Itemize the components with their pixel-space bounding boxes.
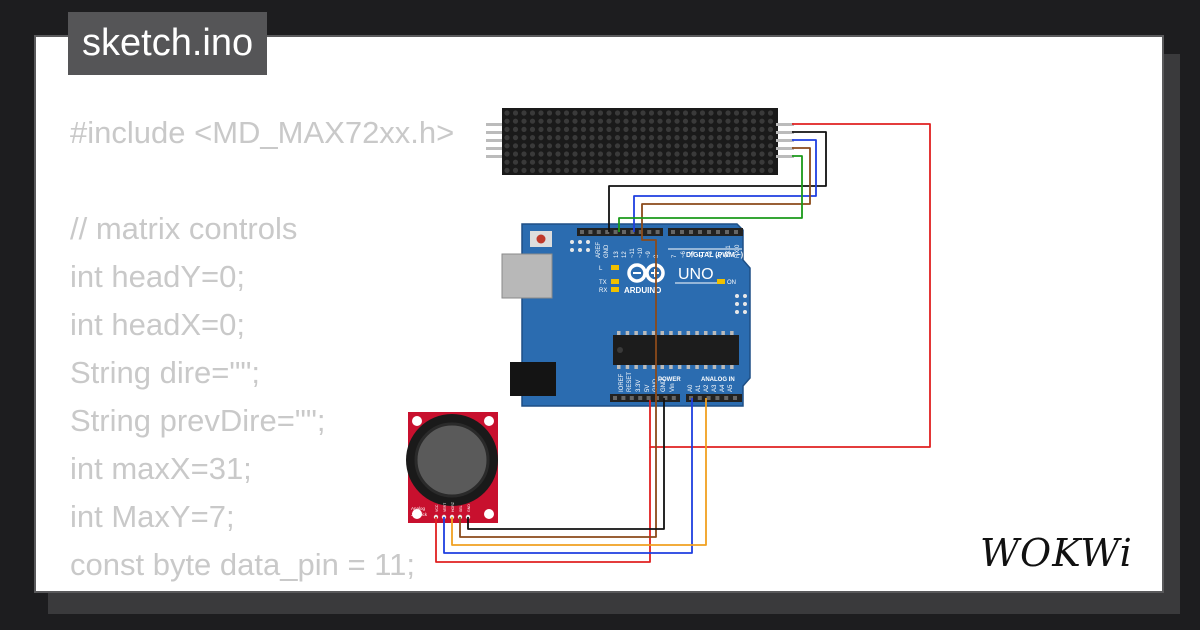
joystick-pin-label: SEL (459, 505, 463, 512)
pin-label: ~6 (681, 250, 687, 258)
led-label: L (599, 266, 603, 272)
pin-label: RX 0 (735, 244, 741, 258)
pin-label: 13 (614, 251, 620, 258)
pin-label: A1 (696, 384, 702, 392)
joystick-pin-label: VCC (435, 504, 439, 512)
pin-label: A2 (704, 384, 710, 392)
code-listing: #include <MD_MAX72xx.h> // matrix control… (70, 109, 512, 591)
joystick-pin-label: GND (467, 504, 471, 512)
code-line: int headX=0; (70, 307, 245, 342)
pin-label: A0 (688, 384, 694, 392)
analog-label: ANALOG IN (701, 377, 735, 383)
code-line: String prevDire=""; (70, 403, 326, 438)
joystick-knob (414, 422, 490, 498)
pin-label: 2 (717, 254, 723, 258)
board-brand: ARDUINO (624, 286, 661, 295)
led-label: RX (599, 288, 607, 294)
pin-label: ~5 (690, 250, 696, 258)
pin-label: ~11 (630, 248, 636, 258)
arduino-logo-icon (627, 263, 665, 283)
matrix-right-pins (776, 123, 794, 158)
wire-black-matrix-gnd (608, 131, 827, 232)
code-line: int maxX=31; (70, 451, 252, 486)
pin-label: 5V (645, 385, 651, 392)
led-rx (611, 287, 619, 292)
wokwi-logo: WOKWi (980, 531, 1133, 575)
pin-label: TX 1 (726, 245, 732, 258)
wire-green-matrix-clk (618, 155, 803, 232)
power-jack (510, 362, 556, 396)
pin-label: GND (661, 378, 667, 392)
code-line: int MaxY=7; (70, 499, 235, 534)
atmega-chip (613, 335, 739, 365)
joystick-label-2: Joystick (411, 512, 428, 517)
arduino-logo-symbols (633, 269, 659, 277)
code-line: String dire=""; (70, 355, 261, 390)
code-line: int headY=0; (70, 259, 245, 294)
led-l (611, 265, 619, 270)
pin-label: ~3 (708, 250, 714, 258)
wire-brown-matrix-cs (641, 147, 811, 232)
wire-black-joystick-gnd (467, 398, 665, 530)
pin-label: A3 (712, 384, 718, 392)
pin-label: 12 (622, 251, 628, 258)
pin-label: RESET (627, 372, 633, 392)
led-label: TX (599, 280, 607, 286)
pin-label: ~10 (638, 247, 644, 258)
pin-label: 3.3V (636, 380, 642, 392)
pin-label: GND (604, 244, 610, 258)
pin-label: IOREF (619, 373, 625, 392)
power-label: POWER (658, 377, 681, 383)
led-on (717, 279, 725, 284)
code-line: // matrix controls (70, 211, 298, 246)
wire-red-matrix-vcc (649, 123, 931, 448)
matrix-left-pins (486, 123, 504, 158)
usb-port (501, 253, 553, 299)
wire-blue-joystick-vert (443, 398, 693, 554)
joystick-label-1: Analog (411, 506, 426, 511)
digital-label: DIGITAL (PWM ~) (686, 252, 743, 259)
board-model: UNO (678, 266, 714, 283)
wire-brown-matrix-cs-down (641, 232, 657, 398)
matrix-dots (504, 110, 774, 173)
icsp-header-top (570, 240, 590, 252)
wire-blue-matrix-din (633, 139, 817, 232)
on-label: ON (727, 280, 736, 286)
pin-label: Vin (670, 383, 676, 392)
icsp-header-right (735, 294, 747, 314)
wokwi-logo-text: WOKWi (980, 531, 1133, 575)
wire-red-joystick-vcc (435, 447, 651, 563)
pin-label: A5 (728, 384, 734, 392)
reset-button-cap (536, 234, 546, 244)
code-line: #include <MD_MAX72xx.h> (70, 115, 455, 150)
pin-label: ~9 (646, 250, 652, 258)
analog-joystick[interactable]: Analog Joystick VCC VERT HORZ SEL GND (406, 412, 498, 523)
code-line: const byte data_pin = 11; (70, 547, 415, 582)
wire-brown-joystick-sel (459, 398, 657, 538)
led-matrix[interactable] (486, 108, 794, 175)
pin-label: 7 (672, 254, 678, 258)
wires (435, 123, 931, 563)
pin-label: 8 (654, 254, 660, 258)
joystick-pin-label: HORZ (451, 501, 455, 512)
file-title: sketch.ino (68, 12, 268, 75)
wire-orange-joystick-horz (451, 398, 707, 546)
pin-label: 4 (699, 254, 705, 258)
pin-label: AREF (596, 242, 602, 258)
pin-label: A4 (720, 384, 726, 392)
led-tx (611, 279, 619, 284)
matrix-body (502, 108, 778, 175)
joystick-pin-label: VERT (443, 502, 447, 512)
